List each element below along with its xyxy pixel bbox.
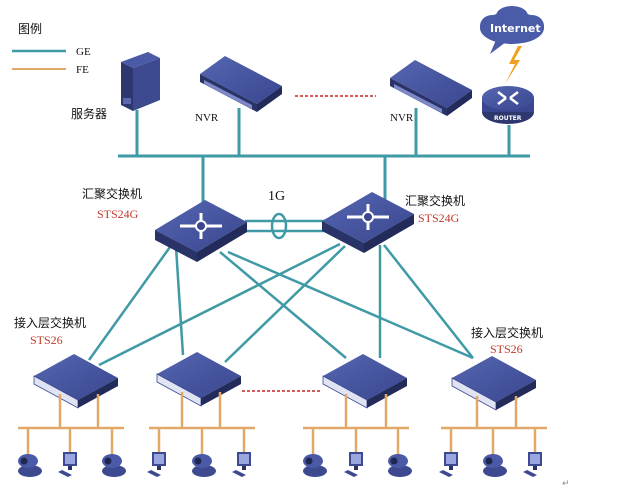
nvr-label-1: NVR [195, 112, 219, 124]
lightning-bolt-icon [505, 46, 522, 84]
endpoint-layer [18, 452, 542, 477]
legend-ge-label: GE [76, 46, 91, 58]
server-device [121, 52, 160, 111]
access-switch-1-model: STS26 [30, 333, 63, 347]
fe-bus-1 [18, 394, 124, 455]
fe-bus-2 [149, 392, 255, 455]
link-speed-label: 1G [268, 189, 285, 204]
legend: 图例 GE FE [12, 22, 91, 76]
computer-icon [232, 452, 251, 477]
agg-switch-2-model: STS24G [418, 211, 460, 225]
nvr-device-2 [390, 60, 472, 116]
computer-icon [58, 452, 77, 477]
camera-icon [102, 454, 126, 477]
agg-switch-2-title: 汇聚交换机 [405, 193, 465, 208]
nvr-label-2: NVR [390, 112, 414, 124]
access-switch-4 [451, 356, 536, 411]
camera-icon [303, 454, 327, 477]
aggregation-switch-2 [322, 192, 414, 253]
access-switch-1 [33, 354, 118, 409]
core-bus [118, 108, 530, 215]
computer-icon [344, 452, 363, 477]
router-label: ROUTER [494, 115, 522, 122]
internet-label: Internet [490, 22, 541, 35]
router-device: ROUTER [482, 86, 534, 124]
agg-switch-1-model: STS24G [97, 207, 139, 221]
legend-fe-label: FE [76, 64, 89, 76]
server-label: 服务器 [71, 106, 107, 121]
fe-bus-4 [441, 396, 547, 455]
access-switch-3 [322, 354, 407, 409]
paragraph-mark: ↵ [562, 479, 570, 489]
computer-icon [439, 452, 458, 477]
computer-icon [523, 452, 542, 477]
camera-icon [192, 454, 216, 477]
access-switch-1-title: 接入层交换机 [14, 315, 86, 330]
agg-switch-1-title: 汇聚交换机 [82, 186, 142, 201]
uplinks [87, 242, 474, 367]
aggregation-switch-1 [155, 200, 247, 262]
access-switch-4-title: 接入层交换机 [471, 325, 543, 340]
camera-icon [18, 454, 42, 477]
nvr-device-1 [200, 56, 282, 112]
internet-cloud: Internet [480, 6, 544, 54]
computer-icon [147, 452, 166, 477]
camera-icon [388, 454, 412, 477]
router-arrows-icon [497, 91, 519, 105]
link-aggregation-ring [270, 212, 288, 240]
access-layer [18, 352, 547, 455]
fe-bus-3 [303, 394, 409, 455]
aggregation-interlink [245, 212, 326, 240]
access-switch-4-model: STS26 [490, 342, 523, 356]
legend-title: 图例 [18, 22, 42, 36]
camera-icon [483, 454, 507, 477]
access-switch-2 [156, 352, 241, 407]
